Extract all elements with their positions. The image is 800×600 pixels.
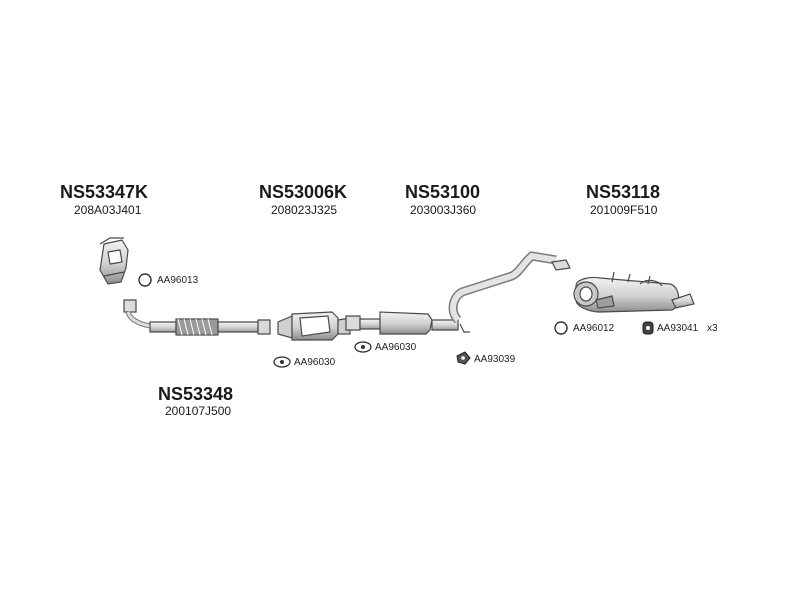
catalytic-converter-shape	[277, 311, 351, 341]
gasket-icon	[354, 341, 372, 353]
accessory-label: AA96013	[157, 275, 199, 286]
rubber-hanger-icon	[642, 321, 654, 335]
accessory-label: AA93041	[657, 323, 699, 334]
rear-silencer-shape	[573, 271, 695, 313]
accessory-label: AA93039	[474, 354, 516, 365]
rubber-mount-icon	[456, 351, 471, 365]
part-number: NS53006K	[259, 182, 348, 202]
accessory-quantity: x3	[707, 323, 718, 334]
part-number: NS53348	[158, 384, 234, 404]
manifold-catalyst-shape	[99, 237, 129, 285]
middle-silencer-shape	[345, 251, 571, 335]
part-code: 200107J500	[165, 404, 232, 418]
part-code: 208023J325	[271, 203, 338, 217]
accessory-label: AA96030	[294, 357, 336, 368]
part-number: NS53100	[405, 182, 481, 202]
part-code: 201009F510	[590, 203, 658, 217]
part-number: NS53347K	[60, 182, 149, 202]
o-ring-icon	[138, 273, 152, 287]
accessory-label: AA96030	[375, 342, 417, 353]
part-number: NS53118	[586, 182, 661, 202]
part-code: 208A03J401	[74, 203, 142, 217]
gasket-icon	[273, 356, 291, 368]
front-pipe-shape	[123, 299, 271, 336]
accessory-label: AA96012	[573, 323, 615, 334]
o-ring-icon	[554, 321, 568, 335]
part-code: 203003J360	[410, 203, 477, 217]
